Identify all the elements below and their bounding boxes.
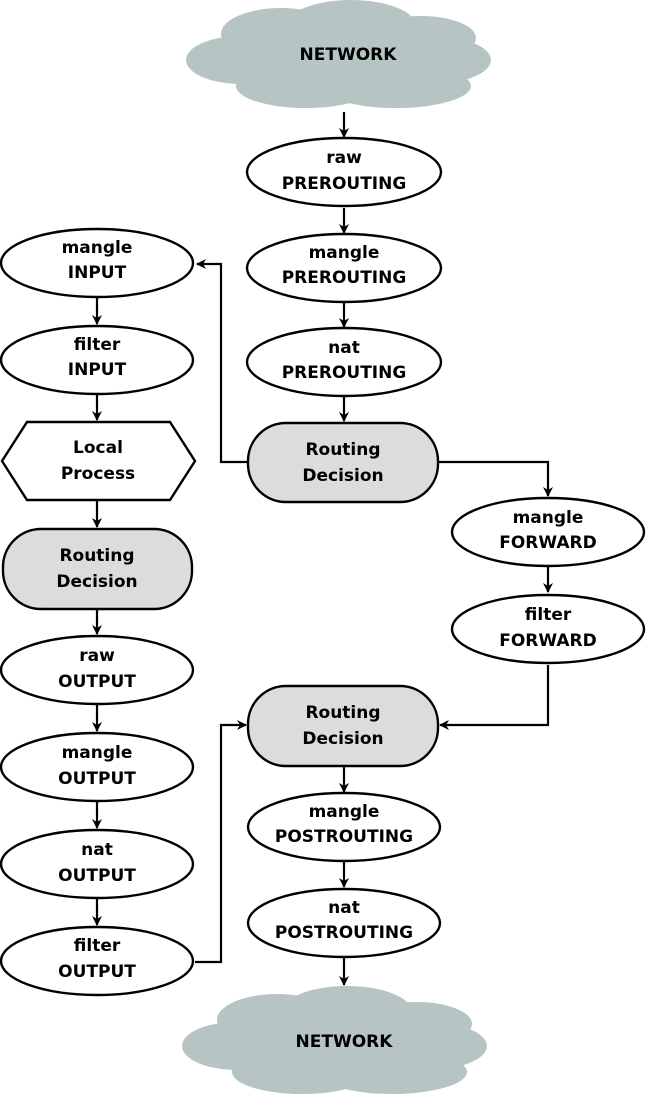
network-top-label: NETWORK — [300, 45, 398, 65]
network-cloud-bottom: NETWORK — [182, 986, 487, 1094]
node-routing-decision-1: Routing Decision — [246, 421, 440, 504]
nat-prerouting-chain: PREROUTING — [282, 363, 407, 383]
nat-prerouting-table: nat — [328, 338, 360, 358]
node-mangle-input: mangle INPUT — [0, 227, 195, 299]
node-routing-decision-3: Routing Decision — [246, 684, 440, 768]
filter-forward-chain: FORWARD — [499, 631, 597, 651]
mangle-forward-table: mangle — [513, 508, 584, 528]
node-mangle-postrouting: mangle POSTROUTING — [246, 791, 442, 863]
edge-filter-output-to-routing-3 — [195, 720, 247, 964]
edge-routing-1-to-mangle-input — [196, 259, 248, 464]
node-nat-postrouting: nat POSTROUTING — [246, 887, 442, 959]
mangle-prerouting-table: mangle — [309, 243, 380, 263]
routing-decision-2-line1: Routing — [59, 546, 134, 566]
mangle-output-table: mangle — [62, 743, 133, 763]
node-nat-prerouting: nat PREROUTING — [245, 326, 443, 398]
mangle-input-chain: INPUT — [68, 263, 127, 283]
network-cloud-top: NETWORK — [186, 0, 491, 108]
node-filter-input: filter INPUT — [0, 324, 195, 396]
raw-prerouting-chain: PREROUTING — [282, 174, 407, 194]
node-raw-output: raw OUTPUT — [0, 634, 195, 706]
nat-postrouting-table: nat — [328, 898, 360, 918]
local-process-line2: Process — [61, 464, 135, 484]
routing-decision-3-line2: Decision — [302, 729, 383, 749]
raw-output-chain: OUTPUT — [58, 672, 136, 692]
mangle-prerouting-chain: PREROUTING — [282, 268, 407, 288]
routing-decision-2-line2: Decision — [56, 572, 137, 592]
nat-postrouting-chain: POSTROUTING — [275, 923, 413, 943]
routing-decision-1-line2: Decision — [302, 466, 383, 486]
node-mangle-output: mangle OUTPUT — [0, 731, 195, 803]
node-mangle-prerouting: mangle PREROUTING — [245, 232, 443, 304]
mangle-forward-chain: FORWARD — [499, 533, 597, 553]
node-local-process: Local Process — [0, 420, 197, 502]
nat-output-chain: OUTPUT — [58, 866, 136, 886]
edge-filter-forward-to-routing-3 — [439, 665, 550, 730]
mangle-input-table: mangle — [62, 238, 133, 258]
mangle-postrouting-chain: POSTROUTING — [275, 827, 413, 847]
filter-output-chain: OUTPUT — [58, 962, 136, 982]
filter-input-chain: INPUT — [68, 360, 127, 380]
routing-decision-1-line1: Routing — [305, 440, 380, 460]
nat-output-table: nat — [81, 840, 113, 860]
network-bottom-label: NETWORK — [296, 1032, 394, 1052]
mangle-postrouting-table: mangle — [309, 802, 380, 822]
edges — [92, 112, 553, 986]
raw-prerouting-table: raw — [326, 148, 362, 168]
edge-routing-1-to-mangle-forward — [438, 460, 553, 497]
node-nat-output: nat OUTPUT — [0, 828, 195, 900]
node-mangle-forward: mangle FORWARD — [450, 496, 646, 568]
local-process-line1: Local — [73, 438, 123, 458]
filter-output-table: filter — [74, 936, 121, 956]
node-filter-forward: filter FORWARD — [450, 593, 646, 665]
filter-input-table: filter — [74, 335, 121, 355]
filter-forward-table: filter — [525, 605, 572, 625]
mangle-output-chain: OUTPUT — [58, 769, 136, 789]
node-filter-output: filter OUTPUT — [0, 925, 195, 997]
routing-decision-3-line1: Routing — [305, 703, 380, 723]
raw-output-table: raw — [79, 646, 115, 666]
node-raw-prerouting: raw PREROUTING — [245, 136, 443, 208]
node-routing-decision-2: Routing Decision — [1, 527, 194, 611]
